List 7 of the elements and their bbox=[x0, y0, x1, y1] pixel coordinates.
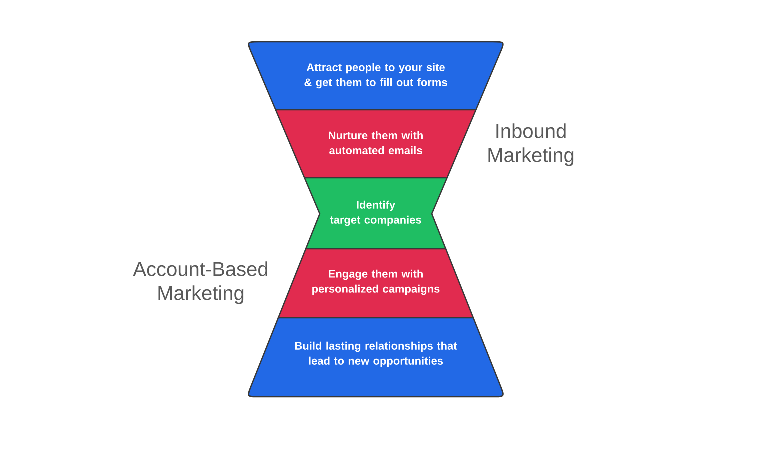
funnel-band: Build lasting relationships that lead to new opportunities bbox=[248, 317, 504, 398]
funnel-band: Nurture them with automated emails bbox=[275, 109, 477, 179]
funnel-band: Attract people to your site & get them to fill out forms bbox=[248, 41, 504, 111]
funnel-band: Engage them with personalized campaigns bbox=[278, 248, 474, 319]
side-label: Account-Based Marketing bbox=[133, 262, 268, 304]
funnel-band: Identify target companies bbox=[304, 177, 448, 250]
side-label: Inbound Marketing bbox=[488, 124, 574, 166]
